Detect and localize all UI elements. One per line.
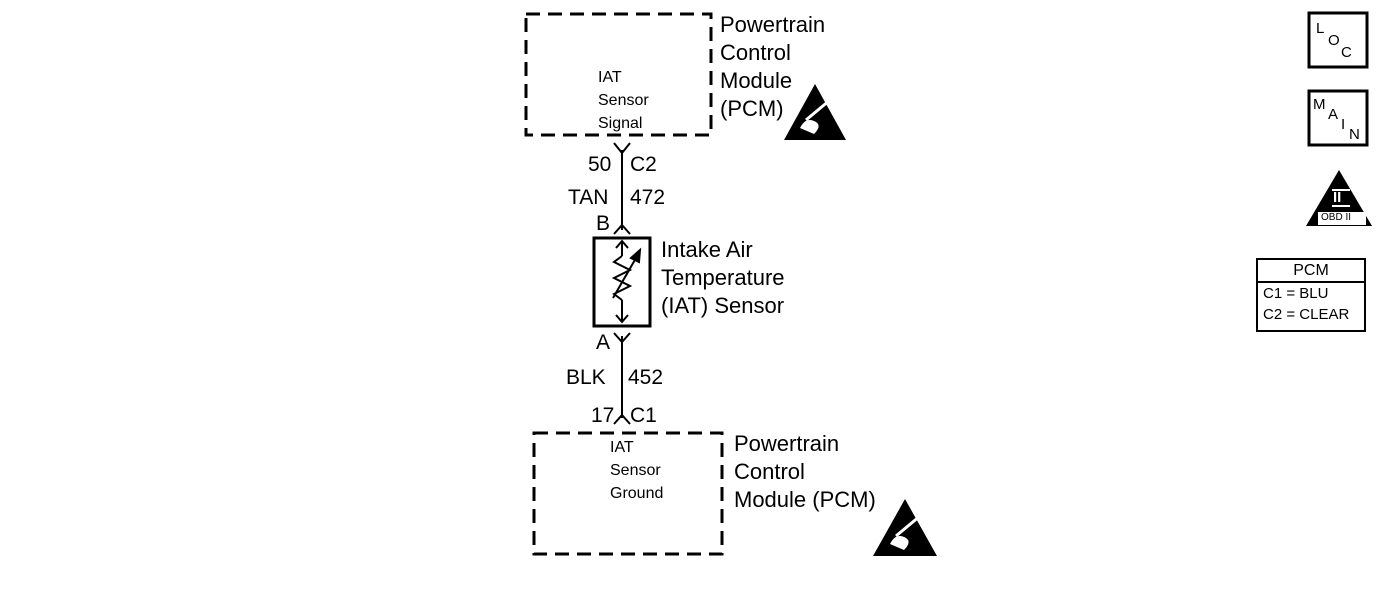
main-icon [1307, 89, 1369, 147]
esd-warning-icon [873, 499, 937, 556]
iat-sensor-box [592, 236, 652, 328]
esd-warning-icon [784, 84, 846, 140]
legend-title: PCM [1258, 260, 1364, 283]
legend-row-c1: C1 = BLU [1263, 285, 1329, 302]
sensor-terminal-a: A [596, 331, 611, 354]
loc-icon-letter: L [1316, 20, 1325, 37]
upper-pin-number: 50 [588, 153, 612, 176]
legend-row-c2: C2 = CLEAR [1263, 306, 1350, 323]
main-icon-letter: A [1328, 106, 1339, 123]
lower-circuit-number: 452 [628, 366, 664, 389]
pcm-bottom-title: Powertrain Control Module (PCM) [734, 431, 876, 512]
upper-wire-color: TAN [568, 186, 609, 209]
pcm-bottom-box [532, 431, 724, 556]
lower-pin-number: 17 [591, 404, 615, 427]
obd-ii-label: OBD II [1321, 212, 1352, 223]
loc-icon-letter: O [1328, 32, 1340, 49]
pcm-bottom-ground-label: IAT Sensor Ground [610, 439, 664, 502]
connector-c1-terminal [613, 413, 631, 425]
connector-c2-terminal [613, 142, 631, 155]
main-icon-letter: I [1341, 116, 1346, 133]
obd-ii-numeral: II [1333, 189, 1342, 206]
connector-legend: PCM C1 = BLU C2 = CLEAR [1256, 258, 1366, 332]
iat-sensor-label: Intake Air Temperature (IAT) Sensor [661, 237, 785, 318]
loc-icon-letter: C [1341, 44, 1352, 61]
upper-connector-id: C2 [630, 153, 657, 176]
pcm-top-signal-label: IAT Sensor Signal [598, 69, 649, 132]
loc-icon [1307, 11, 1369, 69]
main-icon-letter: M [1313, 96, 1326, 113]
pcm-top-box [524, 12, 713, 137]
lower-wire-color: BLK [566, 366, 606, 389]
lower-connector-id: C1 [630, 404, 657, 427]
sensor-b-terminal [613, 223, 631, 235]
pcm-top-title: Powertrain Control Module (PCM) [720, 12, 826, 121]
main-icon-letter: N [1349, 126, 1360, 143]
thermistor-symbol [611, 239, 642, 324]
sensor-terminal-b: B [596, 212, 611, 235]
upper-circuit-number: 472 [630, 186, 666, 209]
